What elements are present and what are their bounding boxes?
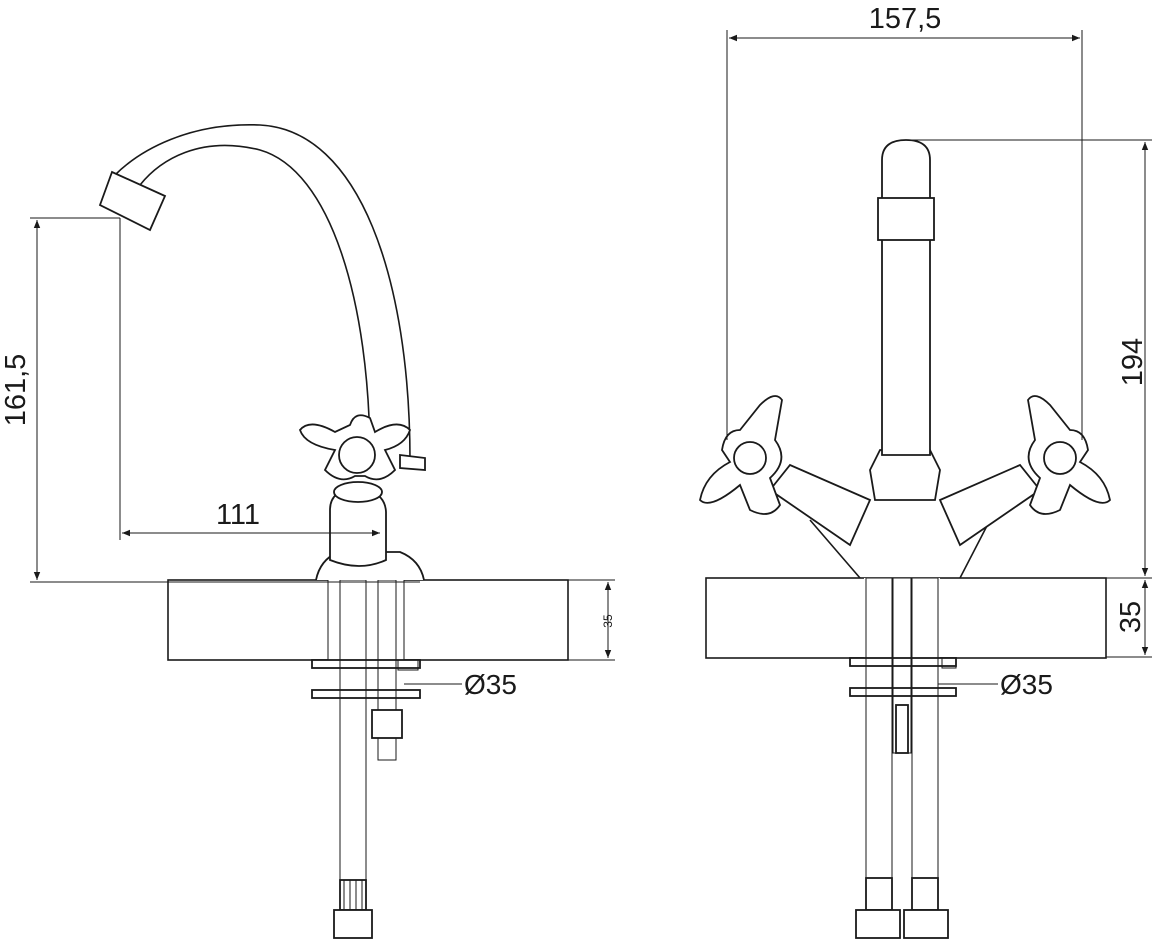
counter-thickness-label: 35 [1115,601,1147,633]
hole-diameter-label: Ø35 [1000,669,1053,700]
aerator [98,170,167,232]
hole-diameter-label: Ø35 [464,669,517,700]
left-view: 161,5 111 35 Ø35 [0,124,615,939]
counter-thickness-label: 35 [601,614,615,628]
height-dimension-label: 194 [1117,338,1149,386]
spout-tube [881,139,931,456]
reach-dimension-label: 111 [216,499,260,531]
right-view: 157,5 194 35 Ø35 [699,3,1152,939]
width-dimension-label: 157,5 [869,3,942,35]
height-dimension-label: 161,5 [0,354,32,427]
